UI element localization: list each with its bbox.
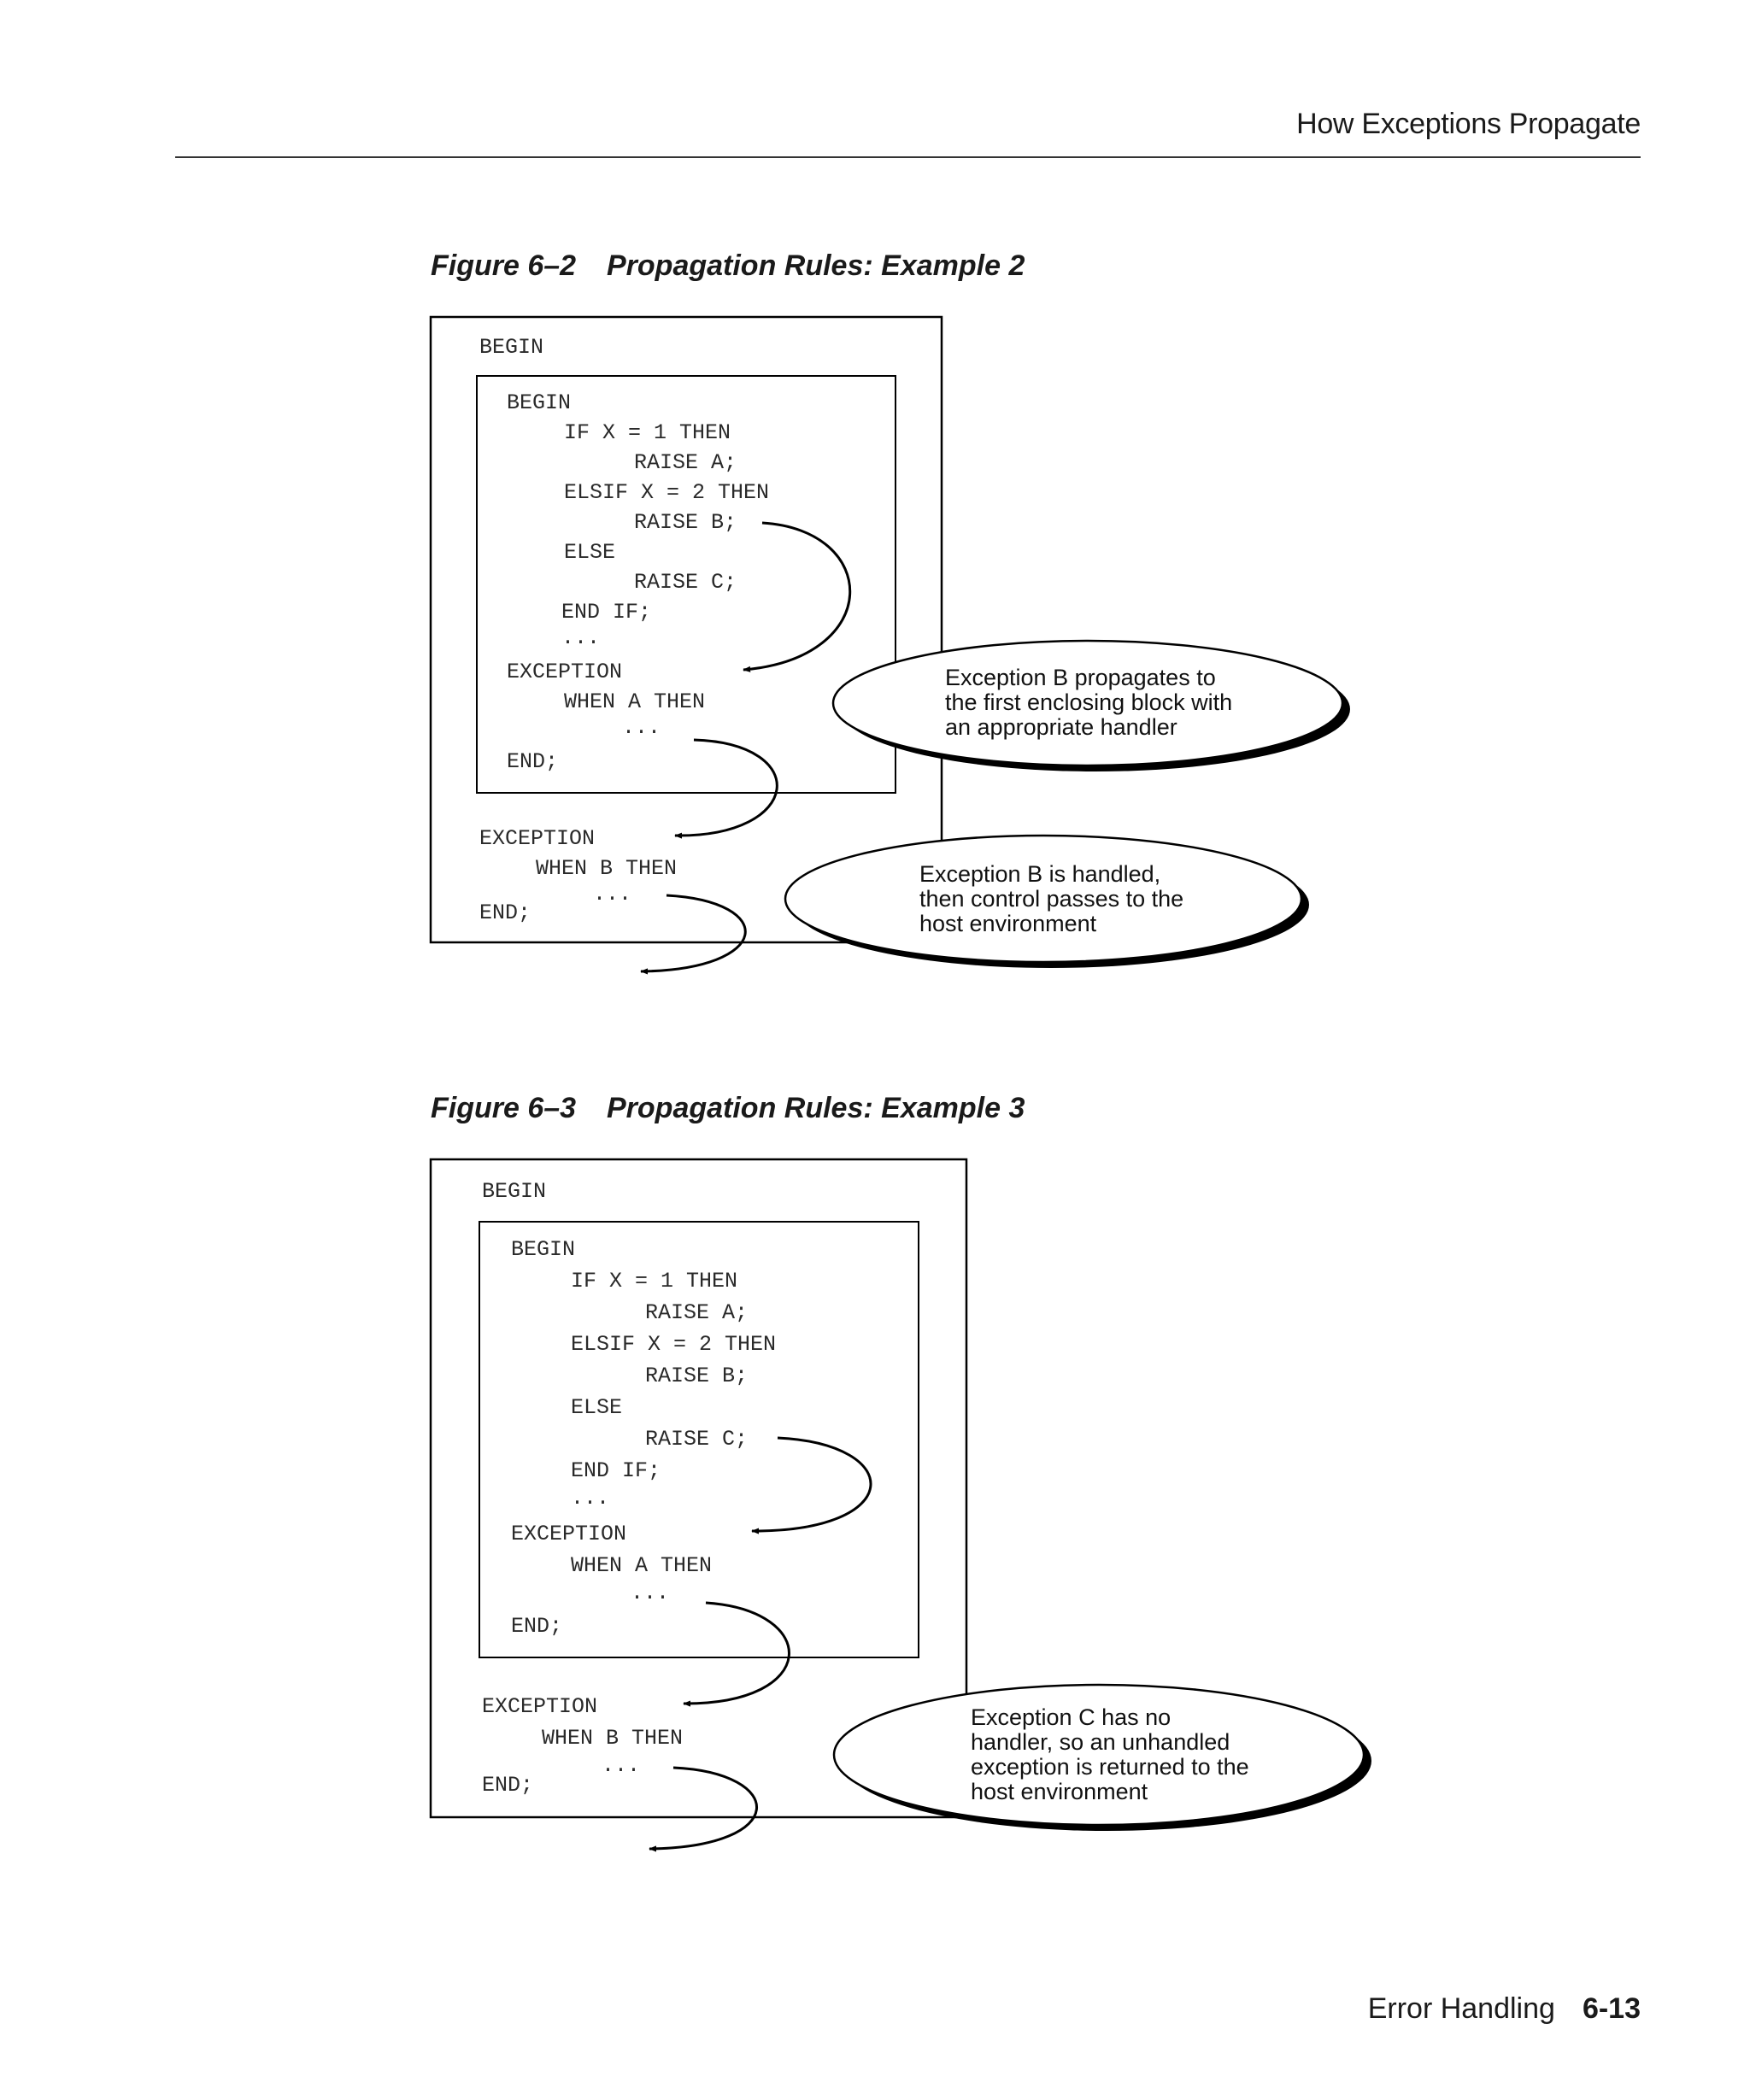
code-line: ... [602,1753,641,1778]
code-line: WHEN A THEN [564,689,706,714]
code-line: IF X = 1 THEN [571,1269,738,1293]
callout-text: Exception B propagates to the first encl… [945,665,1233,740]
code-line: END IF; [561,600,652,625]
code-line: RAISE C; [645,1427,749,1452]
arrow-raise-to-exception [751,1436,872,1534]
figure-caption-6-3: Figure 6–3 Propagation Rules: Example 3 [431,1092,1025,1125]
code-line: ... [622,715,661,740]
callout-text: Exception B is handled, then control pas… [919,861,1184,936]
code-line: END; [511,1614,563,1639]
code-line: RAISE B; [634,510,737,535]
code-line: WHEN B THEN [542,1726,684,1751]
arrow-inner-to-outer [674,738,778,839]
page-number: 6-13 [1582,1992,1641,2025]
header-rule [175,156,1641,158]
arrow-to-host [640,894,747,975]
figure-number: Figure 6–3 [431,1092,577,1124]
arrow-to-host [649,1766,758,1852]
code-line: ELSE [571,1395,623,1420]
code-line: BEGIN [479,335,544,360]
arrow-inner-to-outer [683,1601,790,1707]
code-line: ... [561,625,601,650]
code-line: RAISE A; [634,450,737,475]
code-line: END IF; [571,1458,661,1483]
code-line: RAISE B; [645,1364,749,1388]
page-footer: Error Handling 6-13 [1368,1992,1641,2026]
code-line: ... [571,1486,610,1510]
code-line: END; [482,1773,534,1798]
code-line: RAISE C; [634,570,737,595]
arrow-raise-to-exception [743,521,852,672]
figure-title: Propagation Rules: Example 3 [607,1092,1025,1124]
footer-section: Error Handling [1367,1992,1555,2025]
code-line: BEGIN [507,390,572,415]
code-line: ... [593,882,632,906]
code-line: WHEN B THEN [536,856,678,881]
code-line: BEGIN [482,1179,547,1204]
code-line: IF X = 1 THEN [564,420,731,445]
code-line: WHEN A THEN [571,1553,713,1578]
figure-number: Figure 6–2 [431,249,577,282]
code-line: BEGIN [511,1237,576,1262]
code-line: END; [479,900,531,925]
callout-text: Exception C has no handler, so an unhand… [971,1704,1249,1804]
code-line: EXCEPTION [507,660,623,684]
code-line: EXCEPTION [479,826,596,851]
code-line: RAISE A; [645,1300,749,1325]
code-line: EXCEPTION [482,1694,598,1719]
code-line: ELSE [564,540,616,565]
figure-caption-6-2: Figure 6–2 Propagation Rules: Example 2 [431,249,1025,283]
code-line: ELSIF X = 2 THEN [571,1332,777,1357]
code-line: END; [507,749,559,774]
code-line: ELSIF X = 2 THEN [564,480,770,505]
figure-title: Propagation Rules: Example 2 [607,249,1025,282]
running-header: How Exceptions Propagate [1296,108,1641,140]
code-line: EXCEPTION [511,1522,627,1546]
code-line: ... [631,1581,670,1605]
